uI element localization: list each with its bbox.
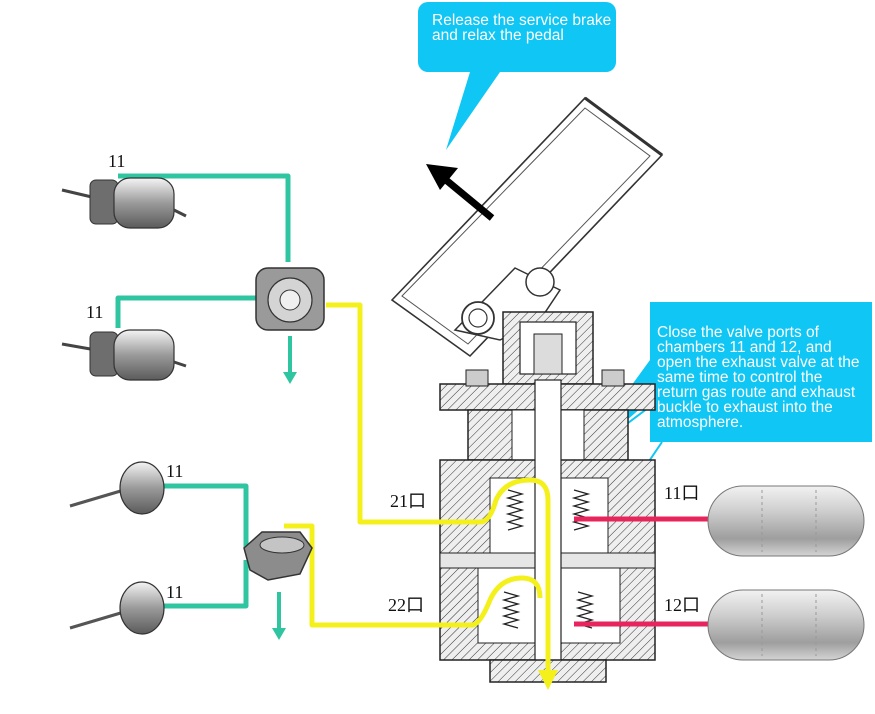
green-delivery-pipes xyxy=(115,173,291,609)
label-port-21: 21口 xyxy=(390,491,426,511)
exhaust-arrow-down-valve xyxy=(538,670,558,690)
callout-valve-text: Close the valve ports of chambers 11 and… xyxy=(657,324,860,431)
label-chamber-top-2: 11 xyxy=(86,302,104,322)
label-port-12: 12口 xyxy=(664,595,700,615)
brake-chamber-bottom-2 xyxy=(69,581,165,635)
label-port-11: 11口 xyxy=(664,483,700,503)
red-supply-pipes xyxy=(574,516,712,627)
label-port-22: 22口 xyxy=(388,595,424,615)
callout-pedal xyxy=(418,2,616,150)
brake-chamber-bottom-1 xyxy=(69,461,165,515)
label-chamber-bottom-2: 11 xyxy=(166,582,184,602)
callout-pedal-text: Release the service brake and relax the … xyxy=(432,12,612,44)
label-chamber-bottom-1: 11 xyxy=(166,461,184,481)
label-chamber-top-1: 11 xyxy=(108,151,126,171)
yellow-return-pipes xyxy=(284,302,551,680)
arrow-down-icon xyxy=(283,336,297,384)
arrow-down-icon xyxy=(272,592,286,640)
air-tank-12 xyxy=(707,589,865,661)
brake-chamber-top-2 xyxy=(61,329,187,381)
brake-chamber-top-1 xyxy=(61,177,187,229)
relay-valve-upper xyxy=(255,267,325,331)
air-tank-11 xyxy=(707,485,865,557)
relay-valve-lower xyxy=(243,531,313,581)
arrow-up-left-icon xyxy=(426,164,495,221)
